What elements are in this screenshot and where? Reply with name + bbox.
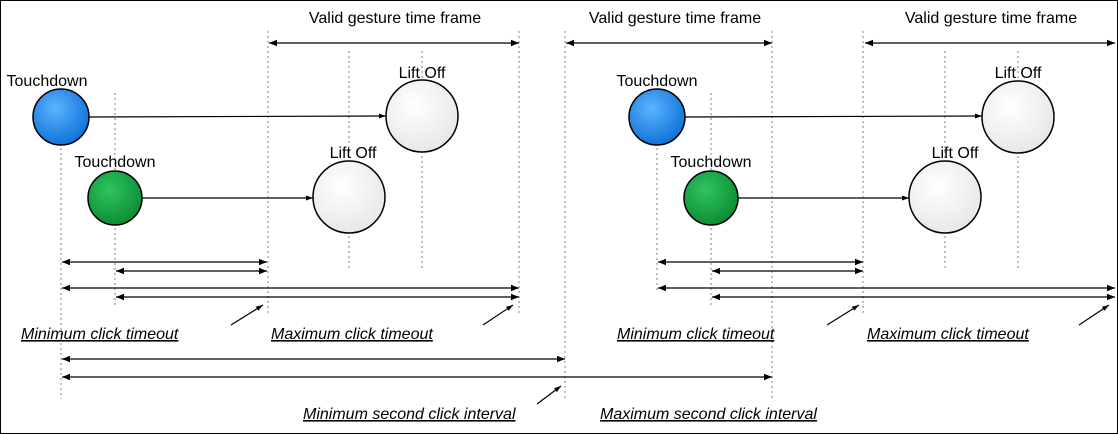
touch-path-arrow-1: [88, 113, 387, 119]
lift-off-label-1: Lift Off: [399, 65, 446, 82]
touchdown-circle-blue-2: [628, 88, 686, 146]
touchdown-circle-blue-1: [32, 88, 90, 146]
min-click-timeout-label-1: Minimum click timeout: [21, 326, 179, 343]
lift-off-circle-4: [908, 160, 982, 234]
touchdown-circle-green-2: [683, 170, 739, 226]
valid-gesture-frames: Valid gesture time frame Valid gesture t…: [269, 10, 1115, 47]
valid-gesture-frame-label-3: Valid gesture time frame: [905, 10, 1077, 27]
min-click-timeout-pointer-2: [826, 304, 860, 326]
touchdown-circle-green-1: [87, 170, 143, 226]
lift-off-label-2: Lift Off: [330, 145, 377, 162]
min-second-click-interval-pointer: [536, 385, 562, 405]
touch-path-arrow-3: [684, 113, 983, 119]
min-click-timeout-pointer-1: [230, 304, 264, 326]
lift-off-label-4: Lift Off: [932, 145, 979, 162]
lift-off-circle-3: [981, 80, 1055, 154]
max-click-timeout-label-1: Maximum click timeout: [271, 326, 433, 343]
max-second-click-interval-label: Maximum second click interval: [600, 406, 817, 423]
second-click-sequence: Touchdown Lift Off Touchdown Lift Off: [617, 65, 1055, 234]
lift-off-label-3: Lift Off: [995, 65, 1042, 82]
touchdown-label-4: Touchdown: [671, 154, 752, 171]
valid-gesture-frame-label-1: Valid gesture time frame: [309, 10, 481, 27]
click-timeout-intervals-2: Minimum click timeout Maximum click time…: [617, 258, 1115, 343]
click-timeout-intervals-1: Minimum click timeout Maximum click time…: [21, 258, 519, 343]
max-click-timeout-pointer-2: [1078, 304, 1110, 326]
first-click-sequence: Touchdown Lift Off Touchdown Lift Off: [7, 65, 459, 234]
touchdown-label-3: Touchdown: [617, 73, 698, 90]
lift-off-circle-2: [312, 160, 386, 234]
touchdown-label-1: Touchdown: [7, 73, 88, 90]
touchdown-label-2: Touchdown: [75, 154, 156, 171]
max-click-timeout-pointer-1: [482, 304, 514, 326]
guide-lines: [60, 31, 1019, 399]
max-click-timeout-label-2: Maximum click timeout: [867, 326, 1029, 343]
min-click-timeout-label-2: Minimum click timeout: [617, 326, 775, 343]
second-click-intervals: Minimum second click interval Maximum se…: [62, 355, 817, 423]
valid-gesture-frame-label-2: Valid gesture time frame: [589, 10, 761, 27]
lift-off-circle-1: [385, 79, 459, 153]
min-second-click-interval-label: Minimum second click interval: [303, 406, 516, 423]
